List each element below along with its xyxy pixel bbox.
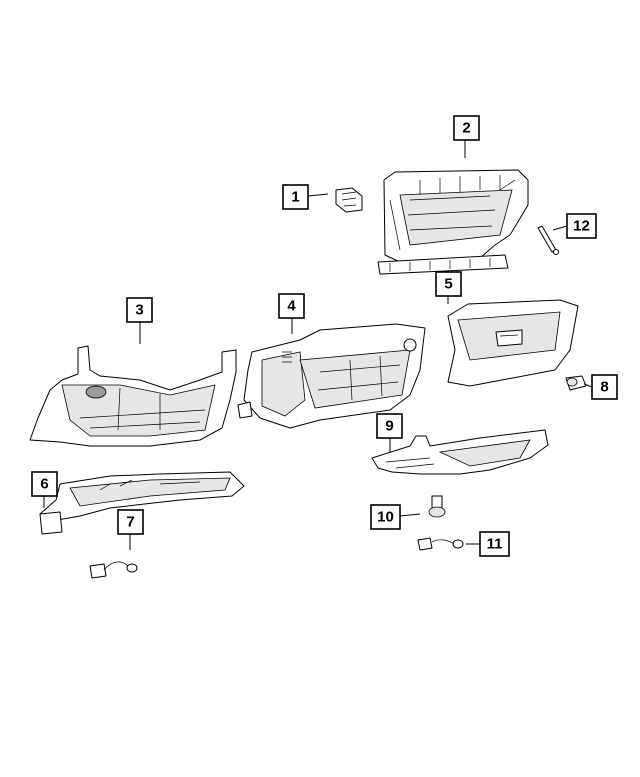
callout-8-label: 8	[600, 379, 608, 396]
part-12-damper	[537, 225, 559, 255]
callout-3: 3	[126, 297, 153, 323]
callout-6: 6	[31, 471, 58, 497]
callout-1: 1	[282, 184, 309, 210]
callout-3-label: 3	[135, 302, 143, 319]
callout-2-label: 2	[462, 120, 470, 137]
part-8-bumper	[565, 375, 587, 391]
callout-8: 8	[591, 374, 618, 400]
part-3-lower-cover	[29, 345, 237, 447]
leader-lines	[43, 140, 593, 550]
callout-10-label: 10	[377, 509, 394, 526]
part-2-glove-box-housing	[377, 169, 529, 275]
callout-5-label: 5	[444, 276, 452, 293]
callout-9: 9	[376, 413, 403, 439]
callout-5: 5	[435, 271, 462, 297]
part-6-knee-trim	[39, 471, 245, 535]
callout-10: 10	[370, 504, 401, 530]
part-4-door-frame	[237, 323, 426, 429]
part-11-pigtail	[417, 537, 464, 551]
callout-11: 11	[479, 531, 510, 557]
callout-6-label: 6	[40, 476, 48, 493]
part-9-lower-trim	[371, 429, 549, 475]
callout-2: 2	[453, 115, 480, 141]
callout-4-label: 4	[287, 298, 296, 315]
callout-4: 4	[278, 293, 305, 319]
callout-1-label: 1	[291, 189, 299, 206]
part-10-switch	[428, 495, 446, 518]
part-7-harness	[89, 561, 138, 579]
callout-12: 12	[566, 213, 597, 239]
callout-12-label: 12	[573, 218, 590, 235]
callout-7-label: 7	[126, 514, 134, 531]
part-5-glove-box-door	[447, 299, 579, 387]
callout-11-label: 11	[487, 536, 503, 553]
part-1-latch	[335, 187, 363, 213]
callout-9-label: 9	[385, 418, 393, 435]
callout-7: 7	[117, 509, 144, 535]
